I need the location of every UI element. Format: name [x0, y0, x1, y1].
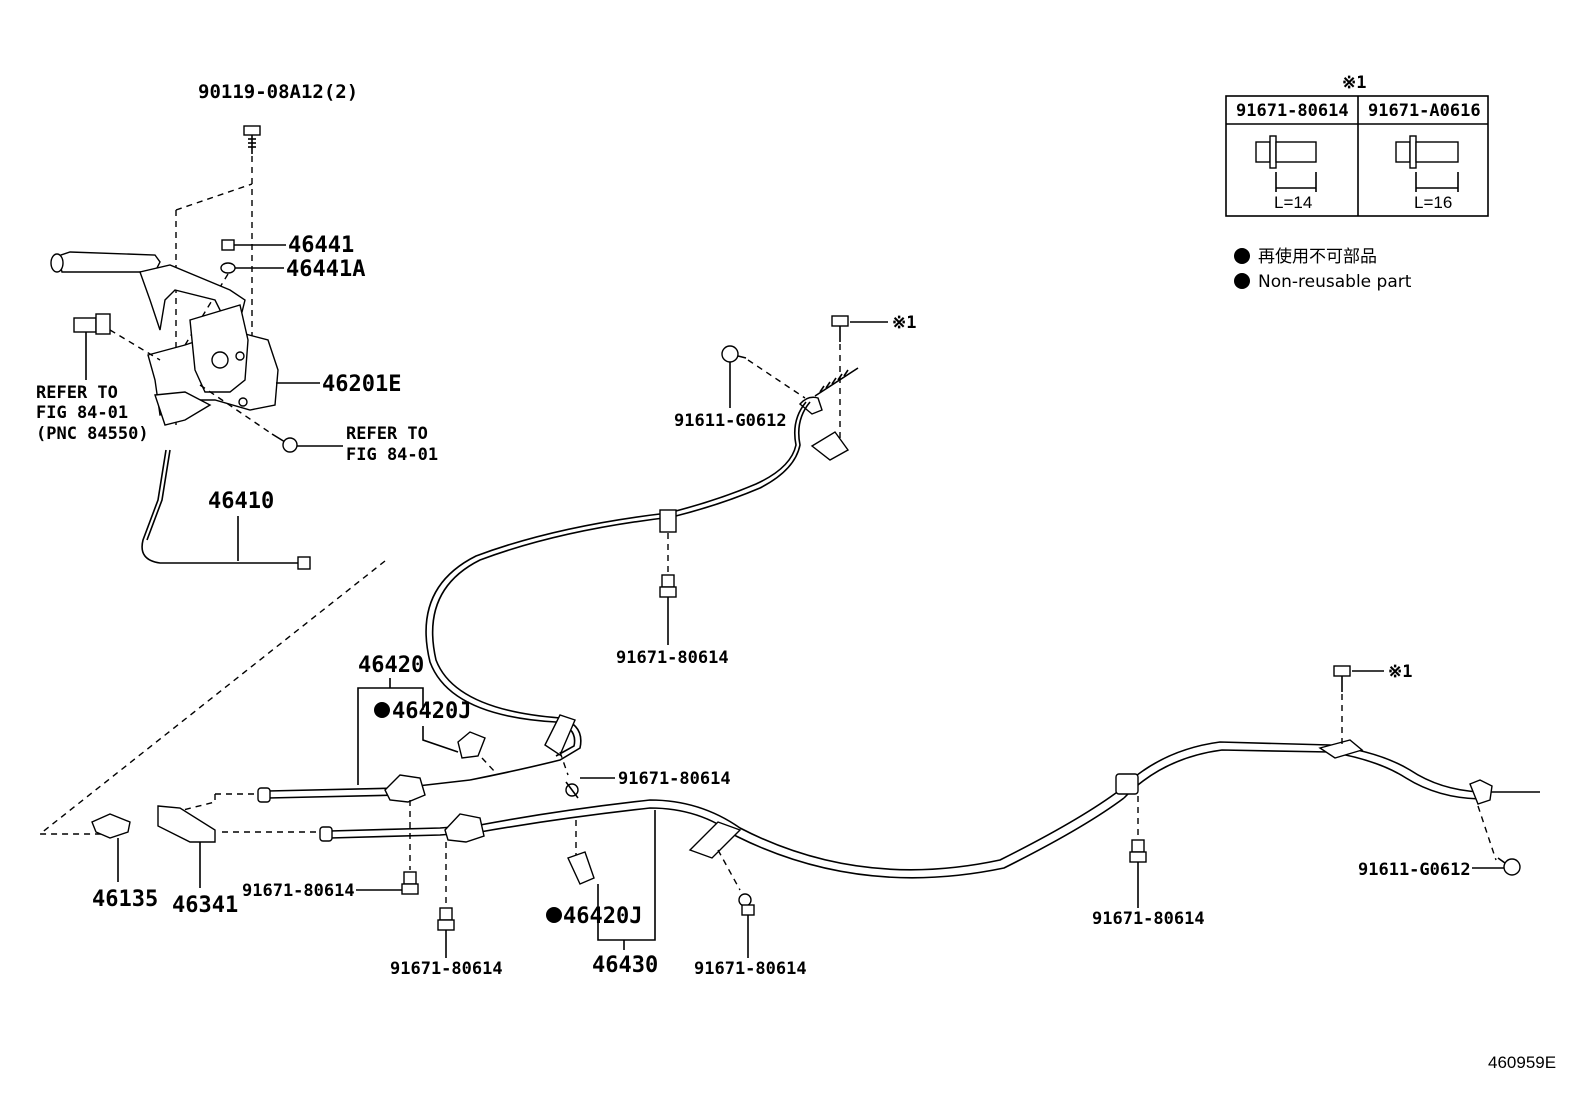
label-46420: 46420 — [358, 653, 424, 678]
washer-icon — [220, 262, 284, 274]
label-46135: 46135 — [92, 887, 158, 912]
clip-icon — [457, 731, 486, 759]
cable-end-icon — [1469, 779, 1493, 805]
label-refer-to-left: REFER TO — [36, 383, 118, 403]
label-46201E: 46201E — [322, 372, 401, 397]
label-fig-84-01-left: FIG 84-01 — [36, 403, 128, 423]
non-reusable-dot-icon — [546, 907, 562, 923]
label-46341: 46341 — [172, 893, 238, 918]
bracket-icon — [798, 396, 823, 415]
clip-46341-icon — [157, 805, 216, 888]
legend-line1: 再使用不可部品 — [1258, 246, 1377, 267]
bracket-icon — [1318, 739, 1364, 759]
bolt-icon — [738, 893, 755, 958]
bolt-icon — [565, 781, 579, 799]
bolt-icon — [1129, 839, 1147, 908]
bolt-icon — [437, 907, 455, 958]
table-col2-length: L=16 — [1414, 193, 1452, 212]
label-91671-80614-upper: 91671-80614 — [616, 648, 729, 668]
bolt-spec-table: ※1 91671-80614 91671-A0616 L=14 L=16 — [1225, 73, 1489, 217]
label-91671-80614-mid: 91671-80614 — [618, 769, 731, 789]
flange-bolt-icon — [1395, 135, 1459, 192]
bracket-icon — [688, 821, 742, 859]
label-91611-G0612-upper: 91611-G0612 — [674, 411, 787, 431]
cable-clamp-icon — [1115, 773, 1139, 795]
label-91611-G0612-right: 91611-G0612 — [1358, 860, 1471, 880]
equalizer-group: 46420 46420J 46135 46341 — [91, 653, 1125, 979]
table-col1-length: L=14 — [1274, 193, 1312, 212]
cable-clamp-icon — [659, 509, 677, 533]
label-pnc-84550: (PNC 84550) — [36, 424, 149, 444]
connector-icon — [73, 313, 111, 380]
lever-assembly-icon — [50, 251, 279, 426]
non-reusable-dot-icon — [374, 702, 390, 718]
bolt-icon — [1333, 665, 1351, 692]
table-col1-header: 91671-80614 — [1236, 101, 1349, 121]
label-91671-80614-left-b: 91671-80614 — [390, 959, 503, 979]
bolt-icon — [271, 433, 343, 453]
figure-id: 460959E — [1488, 1053, 1556, 1072]
label-mark1-right: ※1 — [1388, 662, 1412, 682]
label-46441A: 46441A — [286, 257, 365, 282]
label-fig-84-01-right: FIG 84-01 — [346, 445, 438, 465]
label-90119-08A12: 90119-08A12(2) — [198, 81, 358, 103]
clip-icon — [567, 851, 595, 885]
table-col2-header: 91671-A0616 — [1368, 101, 1481, 121]
label-46420J-upper: 46420J — [392, 699, 471, 724]
label-mark1-upper: ※1 — [892, 313, 916, 333]
dashed-guide — [37, 560, 386, 835]
label-46420J-lower: 46420J — [563, 904, 642, 929]
bolt-icon — [721, 345, 747, 363]
label-91671-80614-center-b: 91671-80614 — [694, 959, 807, 979]
flange-bolt-icon — [1255, 135, 1317, 192]
non-reusable-dot-icon — [1234, 273, 1250, 289]
bolt-icon — [659, 574, 677, 645]
cable-end-icon — [444, 813, 485, 843]
legend: 再使用不可部品 Non-reusable part — [1234, 246, 1412, 292]
label-46441: 46441 — [288, 233, 354, 258]
clip-46135-icon — [91, 813, 131, 882]
label-refer-to-right: REFER TO — [346, 424, 428, 444]
bolt-icon — [1497, 857, 1521, 876]
bolt-icon — [243, 125, 261, 154]
label-46410: 46410 — [208, 489, 274, 514]
label-91671-80614-left-a: 91671-80614 — [242, 881, 355, 901]
front-cable-46410 — [141, 449, 300, 564]
table-mark: ※1 — [1342, 73, 1366, 93]
label-91671-80614-right: 91671-80614 — [1092, 909, 1205, 929]
bracket-icon — [544, 714, 576, 757]
parking-brake-lever-group: 90119-08A12(2) 46441 46441A — [36, 81, 438, 570]
cable-end-icon — [384, 774, 426, 803]
bolt-icon — [831, 315, 849, 342]
nut-icon — [221, 239, 286, 251]
upper-cable-group: ※1 91611-G0612 91671-80614 — [425, 313, 916, 799]
right-cable-group: ※1 91671-80614 91611-G0612 — [1092, 662, 1540, 929]
legend-line2: Non-reusable part — [1258, 272, 1412, 292]
bolt-icon — [401, 871, 419, 895]
non-reusable-dot-icon — [1234, 248, 1250, 264]
label-46430: 46430 — [592, 953, 658, 978]
